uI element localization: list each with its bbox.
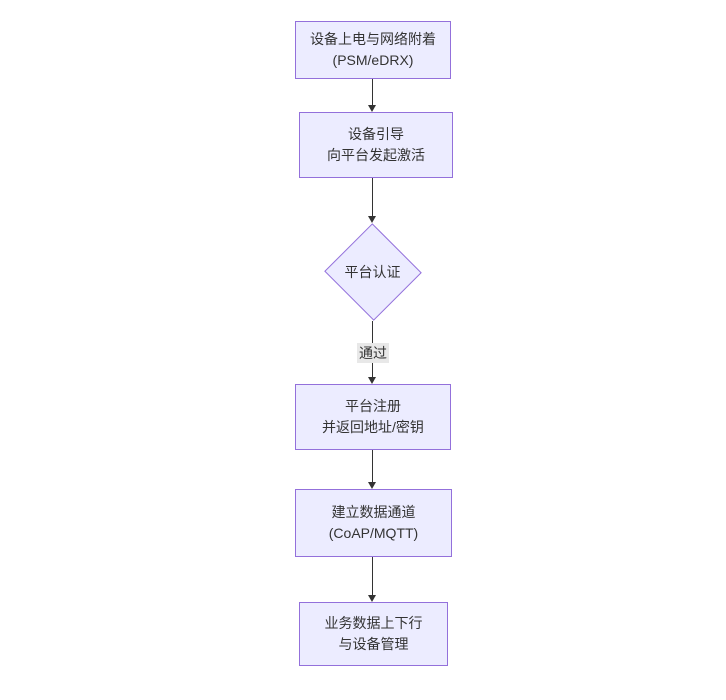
edge-label-pass: 通过 bbox=[357, 343, 389, 363]
edge-line bbox=[372, 178, 373, 218]
edge-register-to-channel bbox=[364, 450, 382, 489]
edge-auth-to-register: 通过 bbox=[357, 321, 389, 384]
node-platform-auth: 平台认证 bbox=[322, 223, 423, 321]
arrowhead-down-icon bbox=[368, 377, 376, 384]
edge-line bbox=[372, 557, 373, 597]
node-register-line1: 平台注册 bbox=[345, 398, 401, 414]
node-power-attach: 设备上电与网络附着 (PSM/eDRX) bbox=[295, 21, 451, 79]
node-data-channel-line1: 建立数据通道 bbox=[331, 504, 416, 520]
node-register: 平台注册 并返回地址/密钥 bbox=[295, 384, 451, 450]
node-business-line2: 与设备管理 bbox=[338, 636, 409, 652]
node-platform-auth-label: 平台认证 bbox=[344, 264, 401, 280]
node-business-line1: 业务数据上下行 bbox=[324, 615, 423, 631]
node-bootstrap: 设备引导 向平台发起激活 bbox=[299, 112, 453, 178]
node-bootstrap-line1: 设备引导 bbox=[348, 126, 404, 142]
node-business: 业务数据上下行 与设备管理 bbox=[299, 602, 448, 666]
node-power-attach-line2: (PSM/eDRX) bbox=[332, 52, 414, 68]
node-data-channel-line2: (CoAP/MQTT) bbox=[328, 525, 419, 541]
arrowhead-down-icon bbox=[368, 105, 376, 112]
edge-channel-to-business bbox=[364, 557, 382, 602]
arrowhead-down-icon bbox=[368, 216, 376, 223]
edge-bootstrap-to-auth bbox=[364, 178, 382, 223]
node-bootstrap-line2: 向平台发起激活 bbox=[327, 147, 425, 163]
edge-line bbox=[372, 450, 373, 484]
node-data-channel: 建立数据通道 (CoAP/MQTT) bbox=[295, 489, 452, 557]
arrowhead-down-icon bbox=[368, 482, 376, 489]
node-register-line2: 并返回地址/密钥 bbox=[322, 419, 424, 435]
arrowhead-down-icon bbox=[368, 595, 376, 602]
edge-power-to-bootstrap bbox=[364, 79, 382, 112]
edge-line bbox=[372, 79, 373, 107]
node-power-attach-line1: 设备上电与网络附着 bbox=[310, 31, 436, 47]
